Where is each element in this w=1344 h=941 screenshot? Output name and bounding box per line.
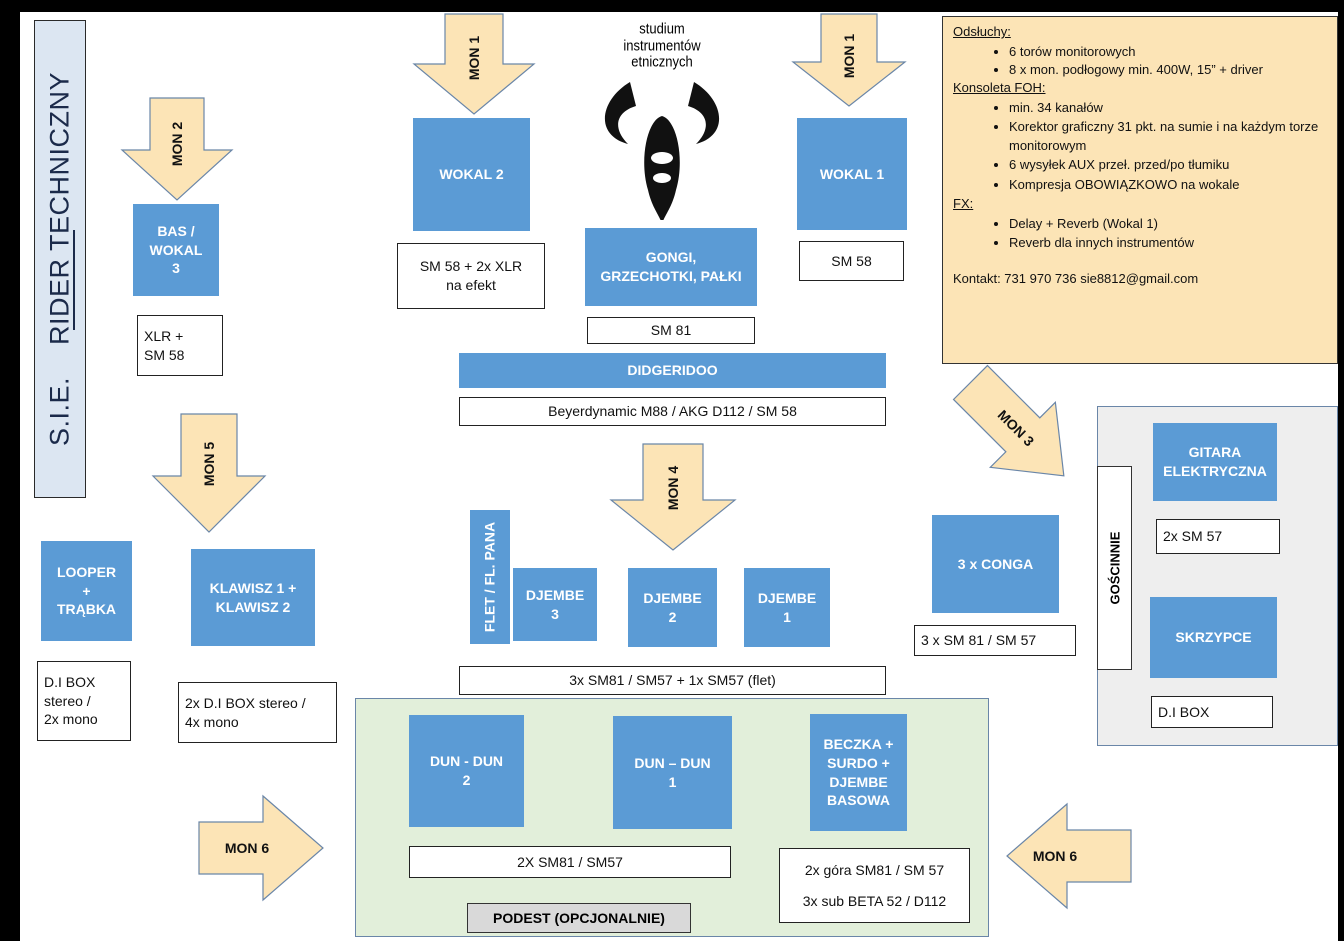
- beczka-mic-sub: 3x sub BETA 52 / D112: [802, 892, 947, 909]
- beczka-mic-top: 2x góra SM81 / SM 57: [804, 861, 945, 878]
- skrzypce-mic: D.I BOX: [1151, 696, 1273, 728]
- wokal1-mic: SM 58: [799, 241, 904, 281]
- mon4-arrow: MON 4: [609, 443, 737, 551]
- wokal2-box: WOKAL 2: [413, 118, 530, 231]
- arrow-down-icon: [791, 13, 907, 107]
- wokal1-box: WOKAL 1: [797, 118, 907, 230]
- title-text: S.I.E. RIDER TECHNICZNY: [44, 71, 75, 447]
- logo-text: studium instrumentów etnicznych: [623, 19, 701, 71]
- foh-list: min. 34 kanałów Korektor graficzny 31 pk…: [953, 98, 1327, 195]
- mon6-right-arrow: MON 6: [1006, 802, 1132, 910]
- guest-label-box: GOŚCINNIE: [1097, 466, 1132, 670]
- info-item: Korektor graficzny 31 pkt. na sumie i na…: [1009, 117, 1327, 155]
- flet-label: FLET / FL. PANA: [481, 521, 498, 633]
- mon1-right-label: MON 1: [841, 33, 857, 79]
- gongi-mic: SM 81: [587, 317, 755, 344]
- info-item: 6 torów monitorowych: [1009, 42, 1327, 62]
- gitara-mic: 2x SM 57: [1156, 519, 1280, 554]
- podest-label: PODEST (OPCJONALNIE): [467, 903, 691, 933]
- mon2-arrow: MON 2: [120, 97, 234, 201]
- looper-mic: D.I BOX stereo / 2x mono: [37, 661, 131, 741]
- foh-heading: Konsoleta FOH:: [953, 80, 1046, 95]
- dundun2-box: DUN - DUN 2: [409, 715, 524, 827]
- arrow-down-icon: [412, 13, 536, 115]
- bas-mic: XLR + SM 58: [137, 315, 223, 376]
- didgeridoo-box: DIDGERIDOO: [459, 353, 886, 388]
- arrow-down-icon: [609, 443, 737, 551]
- arrow-diagonal-icon: [952, 364, 1065, 477]
- info-item: Kompresja OBOWIĄZKOWO na wokale: [1009, 175, 1327, 195]
- mon6-left-label: MON 6: [224, 840, 270, 856]
- guest-label: GOŚCINNIE: [1107, 531, 1122, 605]
- arrow-down-icon: [151, 413, 267, 533]
- gongi-box: GONGI, GRZECHOTKI, PAŁKI: [585, 228, 757, 306]
- mon1-left-label: MON 1: [466, 35, 482, 81]
- gitara-box: GITARA ELEKTRYCZNA: [1153, 423, 1277, 501]
- djembe-mic: 3x SM81 / SM57 + 1x SM57 (flet): [459, 666, 886, 695]
- mon3-arrow: MON 3: [952, 364, 1092, 494]
- mon6-right-label: MON 6: [1032, 848, 1078, 864]
- flet-box: FLET / FL. PANA: [470, 510, 510, 644]
- title-underline: [73, 230, 75, 330]
- info-item: min. 34 kanałów: [1009, 98, 1327, 118]
- mon1-left-arrow: MON 1: [412, 13, 536, 115]
- monitors-heading: Odsłuchy:: [953, 24, 1011, 39]
- title-box: S.I.E. RIDER TECHNICZNY: [34, 20, 86, 498]
- conga-mic: 3 x SM 81 / SM 57: [914, 625, 1076, 656]
- info-item: 8 x mon. podłogowy min. 400W, 15” + driv…: [1009, 61, 1327, 78]
- arrow-left-icon: [1006, 802, 1132, 910]
- mon6-left-arrow: MON 6: [198, 794, 324, 902]
- bas-box: BAS / WOKAL 3: [133, 204, 219, 296]
- monitors-list: 6 torów monitorowych 8 x mon. podłogowy …: [953, 42, 1327, 79]
- fx-heading: FX:: [953, 196, 974, 211]
- klawisz-mic: 2x D.I BOX stereo / 4x mono: [178, 682, 337, 743]
- fx-list: Delay + Reverb (Wokal 1) Reverb dla inny…: [953, 214, 1327, 253]
- mon1-right-arrow: MON 1: [791, 13, 907, 107]
- djembe1-box: DJEMBE 1: [744, 568, 830, 647]
- mon2-label: MON 2: [169, 121, 185, 167]
- dundun1-box: DUN – DUN 1: [613, 716, 732, 829]
- dundun-mic: 2X SM81 / SM57: [409, 846, 731, 878]
- contact: Kontakt: 731 970 736 sie8812@gmail.com: [953, 270, 1199, 286]
- info-box: Odsłuchy: 6 torów monitorowych 8 x mon. …: [942, 16, 1338, 364]
- klawisz-box: KLAWISZ 1 + KLAWISZ 2: [191, 549, 315, 646]
- mon5-arrow: MON 5: [151, 413, 267, 533]
- djembe3-box: DJEMBE 3: [513, 568, 597, 641]
- beczka-box: BECZKA + SURDO + DJEMBE BASOWA: [810, 714, 907, 831]
- arrow-down-icon: [120, 97, 234, 201]
- wokal2-mic: SM 58 + 2x XLR na efekt: [397, 243, 545, 309]
- mon4-label: MON 4: [665, 465, 681, 511]
- djembe2-box: DJEMBE 2: [628, 568, 717, 647]
- arrow-right-icon: [198, 794, 324, 902]
- conga-box: 3 x CONGA: [932, 515, 1059, 613]
- beczka-mic: 2x góra SM81 / SM 57 3x sub BETA 52 / D1…: [779, 848, 970, 923]
- mon5-label: MON 5: [201, 441, 217, 487]
- logo-mark: [604, 82, 720, 220]
- info-item: Reverb dla innych instrumentów: [1009, 233, 1327, 253]
- didgeridoo-mic: Beyerdynamic M88 / AKG D112 / SM 58: [459, 397, 886, 426]
- info-item: Delay + Reverb (Wokal 1): [1009, 214, 1327, 234]
- looper-box: LOOPER + TRĄBKA: [41, 541, 132, 641]
- info-item: 6 wysyłek AUX przeł. przed/po tłumiku: [1009, 155, 1327, 175]
- skrzypce-box: SKRZYPCE: [1150, 597, 1277, 678]
- logo: studium instrumentów etnicznych: [592, 20, 732, 220]
